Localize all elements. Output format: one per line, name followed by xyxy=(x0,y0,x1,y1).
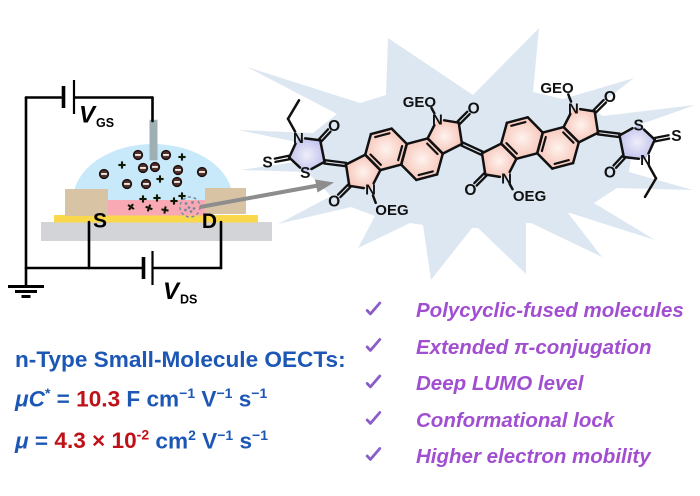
svg-text:OEG: OEG xyxy=(375,202,408,219)
svg-text:GEO: GEO xyxy=(540,80,574,97)
svg-text:N: N xyxy=(501,170,512,187)
svg-text:S: S xyxy=(262,154,272,171)
svg-text:O: O xyxy=(604,165,616,182)
svg-text:GEO: GEO xyxy=(403,94,437,111)
svg-text:O: O xyxy=(328,118,340,135)
svg-text:GS: GS xyxy=(96,116,114,130)
svg-text:N: N xyxy=(432,112,443,129)
svg-text:DS: DS xyxy=(180,293,197,307)
svg-text:N: N xyxy=(293,130,304,147)
svg-text:O: O xyxy=(468,100,480,117)
svg-text:S: S xyxy=(300,165,310,182)
svg-text:D: D xyxy=(202,210,217,233)
svg-text:O: O xyxy=(464,182,476,199)
svg-text:O: O xyxy=(604,89,616,106)
svg-text:OEG: OEG xyxy=(513,188,546,205)
svg-text:S: S xyxy=(671,128,681,145)
svg-text:O: O xyxy=(328,194,340,211)
svg-text:S: S xyxy=(634,117,644,134)
svg-text:N: N xyxy=(640,152,651,169)
svg-text:N: N xyxy=(365,182,376,199)
svg-text:N: N xyxy=(568,100,579,117)
svg-text:S: S xyxy=(93,209,107,232)
svg-text:V: V xyxy=(79,102,97,129)
svg-text:V: V xyxy=(163,278,181,305)
